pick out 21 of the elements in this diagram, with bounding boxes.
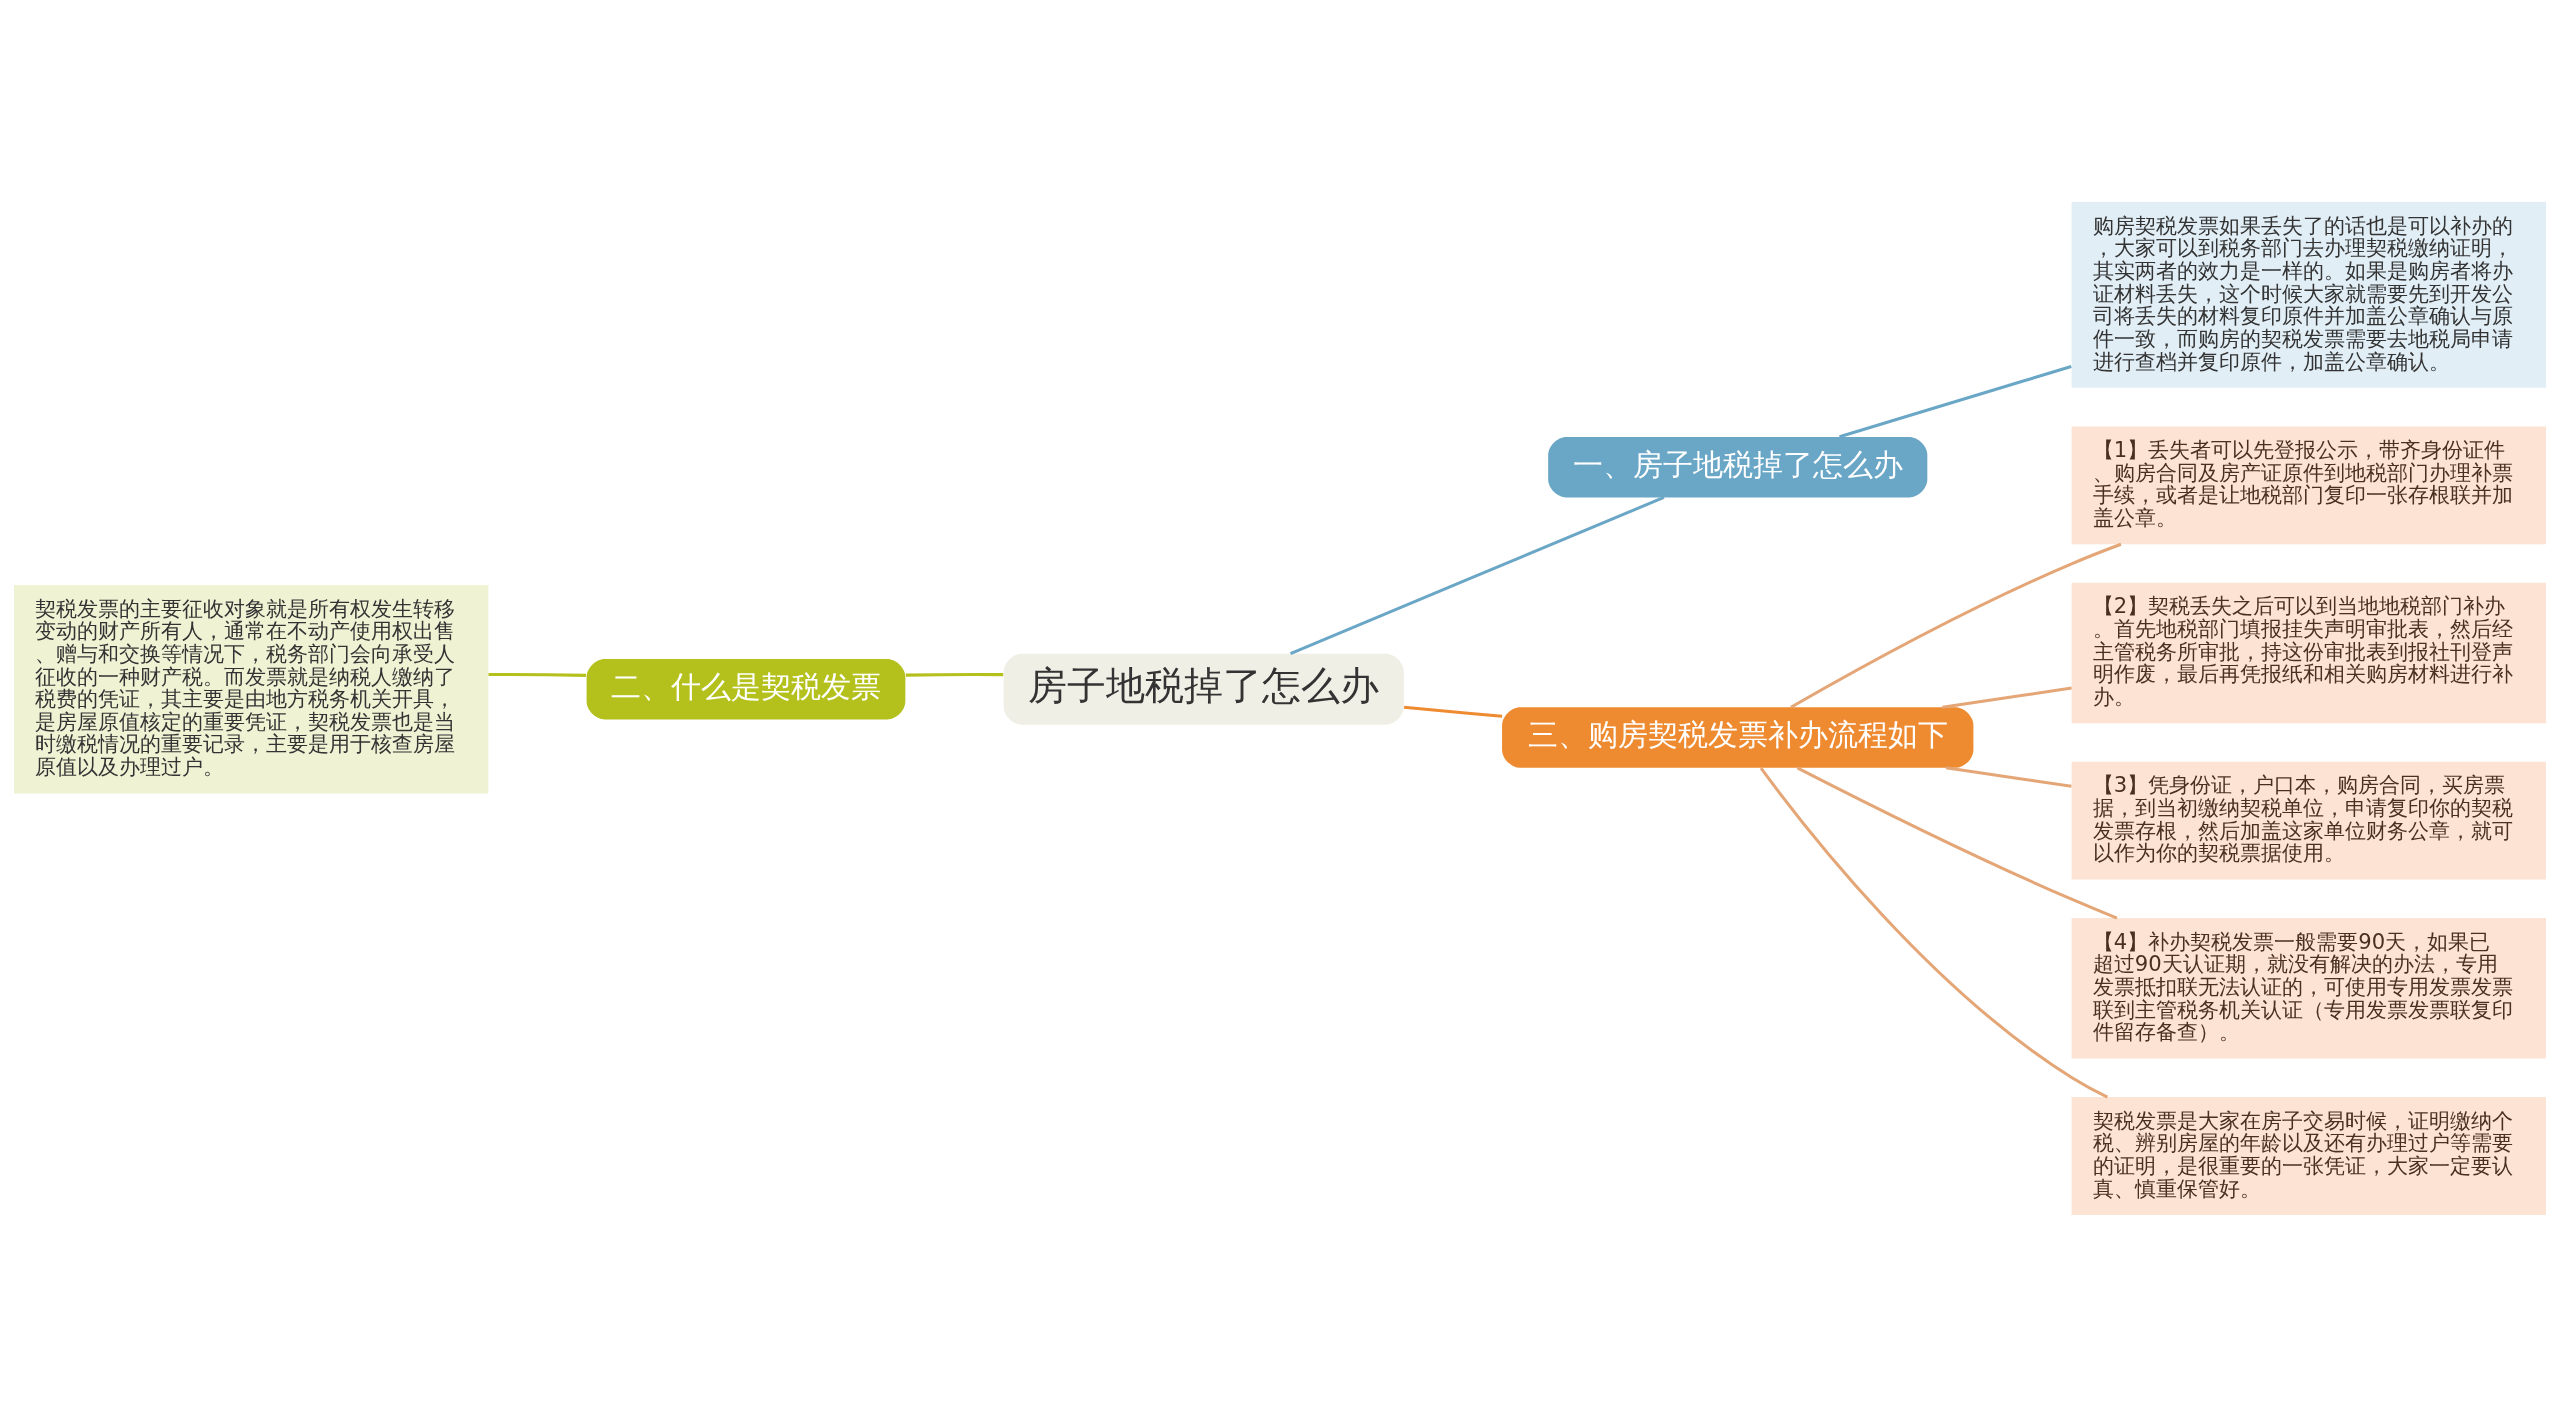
node-box: 【4】补办契税发票一般需要90天，如果已超过90天认证期，就没有解决的办法，专用发票抵扣联无法认证的，可使用专用发票发票联到主管税务机关认证（专用发票发票联复印件留存备查）。 <box>2071 918 2546 1059</box>
node-box: 三、购房契税发票补办流程如下 <box>1502 707 1974 768</box>
node-box: 契税发票的主要征收对象就是所有权发生转移变动的财产所有人，通常在不动产使用权出售、赠与和交换等情况下，税务部门会向承受人征收的一种财产税。而发票就是纳税人缴纳了税费的凭证，其主要是由地方税务机关开具，是房屋原值核定的重要凭证，契税发票也是当时缴税情况的重要记录，主要是用于核查房屋原值以及办理过户。 <box>14 585 489 794</box>
connector <box>488 673 586 677</box>
connector <box>1759 767 2109 1099</box>
node-box: 房子地税掉了怎么办 <box>1003 653 1404 725</box>
connector <box>1839 365 2072 439</box>
connector <box>1289 496 1665 655</box>
node-box: 【1】丢失者可以先登报公示，带齐身份证件、购房合同及房产证原件到地税部门办理补票手续，或者是让地税部门复印一张存根联并加盖公章。 <box>2071 426 2546 545</box>
connector <box>1942 686 2072 709</box>
node-box: 购房契税发票如果丢失了的话也是可以补办的，大家可以到税务部门去办理契税缴纳证明，其实两者的效力是一样的。如果是购房者将办证材料丢失，这个时候大家就需要先到开发公司将丢失的材料复印原件并加盖公章确认与原件一致，而购房的契税发票需要去地税局申请进行查档并复印原件，加盖公章确认。 <box>2071 202 2546 388</box>
node-box: 一、房子地税掉了怎么办 <box>1548 436 1928 498</box>
node-box: 契税发票是大家在房子交易时候，证明缴纳个税、辨别房屋的年龄以及还有办理过户等需要的证明，是很重要的一张凭证，大家一定要认真、慎重保管好。 <box>2071 1097 2546 1215</box>
connector <box>1790 542 2122 709</box>
connector <box>1945 766 2072 788</box>
connector <box>1796 766 2118 920</box>
node-box: 【2】契税丢失之后可以到当地地税部门补办。首先地税部门填报挂失声明审批表，然后经主管税务所审批，持这份审批表到报社刊登声明作废，最后再凭报纸和相关购房材料进行补办。 <box>2071 582 2546 724</box>
node-box: 二、什么是契税发票 <box>586 659 906 720</box>
connector <box>905 673 1004 677</box>
node-box: 【3】凭身份证，户口本，购房合同，买房票据，到当初缴纳契税单位，申请复印你的契税发票存根，然后加盖这家单位财务公章，就可以作为你的契税票据使用。 <box>2071 761 2546 880</box>
connector <box>1403 705 1503 718</box>
